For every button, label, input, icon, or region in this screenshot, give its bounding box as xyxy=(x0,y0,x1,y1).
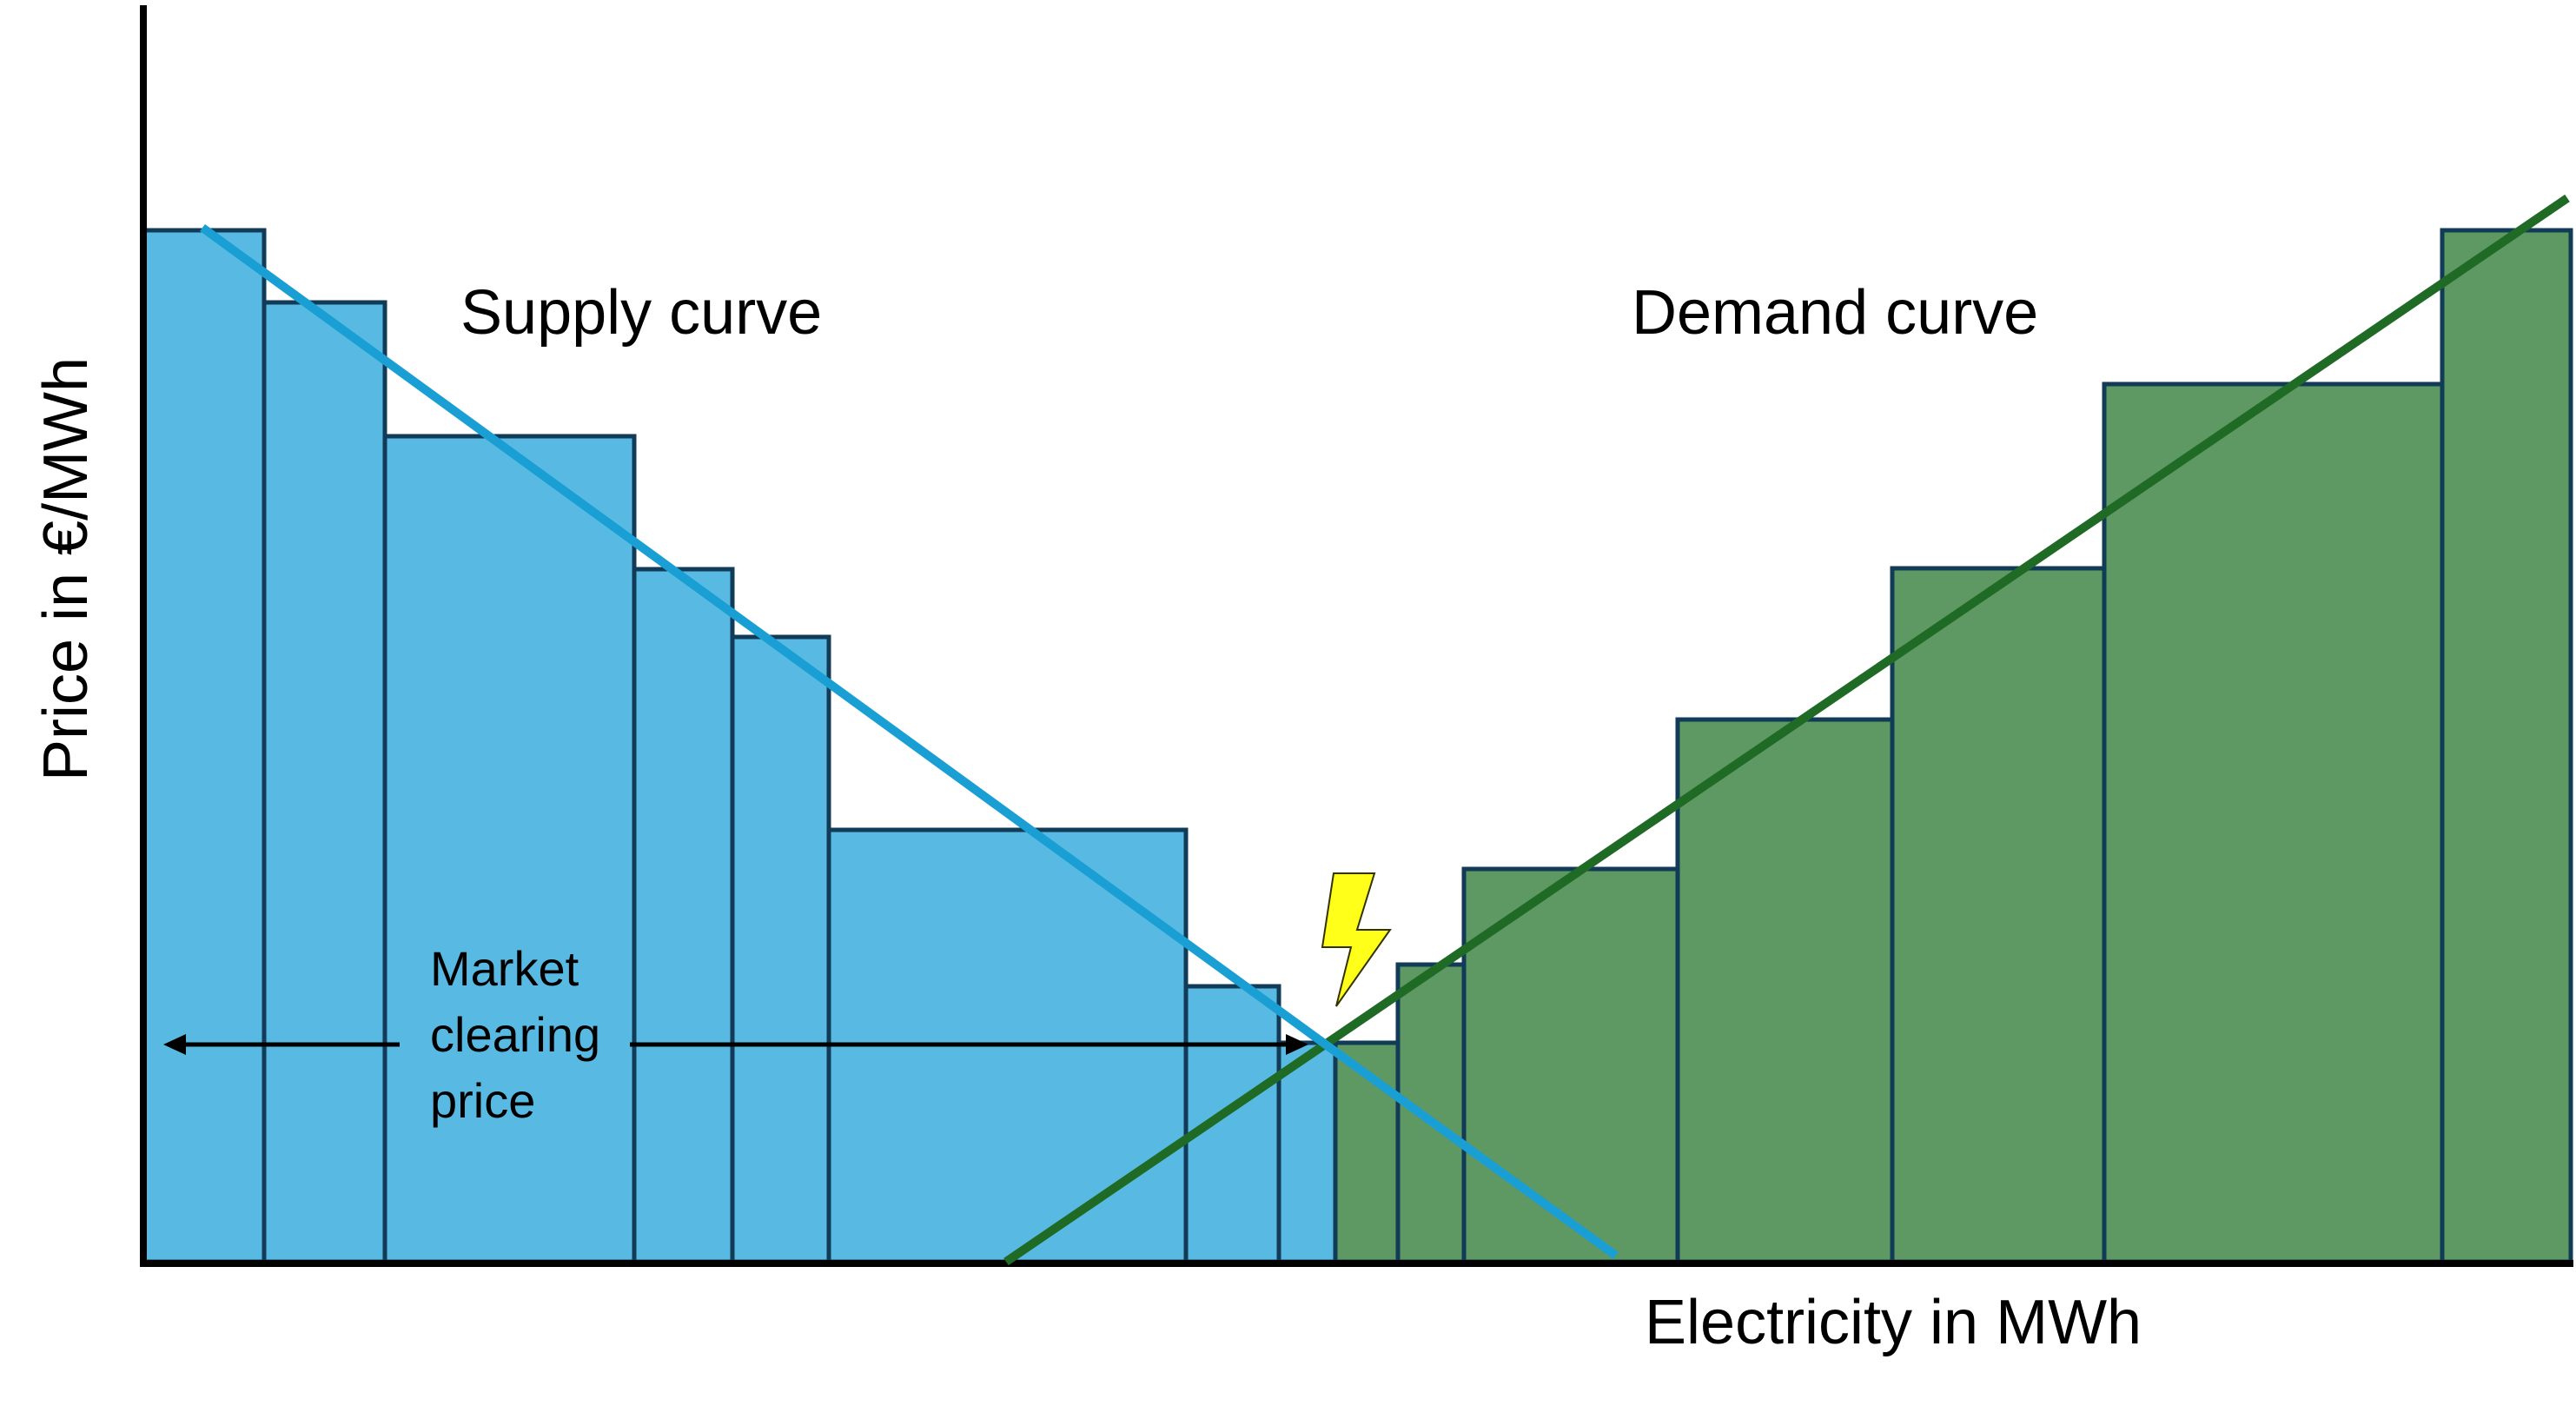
demand-bars xyxy=(1333,228,2573,1264)
clearing-arrow-right-head xyxy=(1286,1034,1308,1055)
demand-bar xyxy=(2440,228,2573,1264)
demand-bar xyxy=(2102,381,2445,1264)
supply-bar xyxy=(382,434,637,1264)
supply-bar xyxy=(730,634,831,1264)
lightning-bolt-icon xyxy=(1321,872,1392,1007)
demand-curve-label: Demand curve xyxy=(1632,278,2038,348)
supply-curve-label: Supply curve xyxy=(460,278,822,348)
demand-bar xyxy=(1890,566,2107,1264)
market-clearing-line-1: Market xyxy=(430,941,579,996)
supply-bar xyxy=(1276,1040,1338,1264)
market-clearing-line-3: price xyxy=(430,1073,535,1128)
supply-bar xyxy=(141,228,267,1264)
market-clearing-arrows xyxy=(163,1034,1308,1055)
supply-bar xyxy=(632,567,735,1264)
demand-bar xyxy=(1675,717,1895,1264)
supply-bars xyxy=(141,228,1338,1264)
supply-bar xyxy=(1183,984,1281,1264)
market-clearing-label: Market clearing price xyxy=(430,941,614,1128)
market-clearing-line-2: clearing xyxy=(430,1007,600,1062)
demand-bar xyxy=(1461,866,1680,1264)
demand-trend-line xyxy=(1003,194,2570,1266)
y-axis-label: Price in €/MWh xyxy=(31,357,101,781)
demand-bar xyxy=(1395,962,1467,1264)
supply-trend-line xyxy=(200,223,1619,1260)
x-axis-label: Electricity in MWh xyxy=(1645,1288,2142,1357)
clearing-arrow-left-head xyxy=(163,1034,186,1055)
supply-bar xyxy=(262,300,387,1264)
